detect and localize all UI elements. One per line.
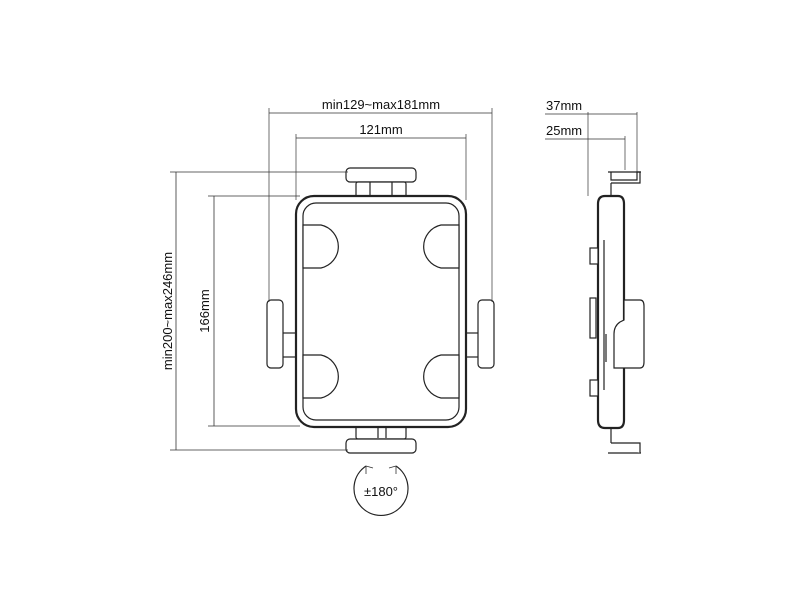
- depth-inner-dimension: 25mm: [545, 123, 625, 140]
- width-range-label: min129~max181mm: [322, 97, 440, 112]
- depth-inner-label: 25mm: [546, 123, 582, 138]
- width-range-dimension: min129~max181mm: [268, 97, 493, 302]
- grip-pad-bottom-right: [423, 354, 460, 399]
- depth-total-label: 37mm: [546, 98, 582, 113]
- holder-frame-inner: [302, 202, 460, 421]
- height-range-label: min200~max246mm: [160, 252, 175, 370]
- left-clamp-arm: [266, 299, 299, 369]
- depth-total-dimension: 37mm: [545, 98, 637, 115]
- bottom-clamp: [345, 424, 417, 454]
- side-view: 37mm 25mm: [545, 98, 645, 454]
- inner-width-dimension: 121mm: [295, 122, 467, 200]
- right-clamp-arm: [463, 299, 495, 369]
- inner-height-dimension: 166mm: [197, 195, 300, 427]
- inner-width-label: 121mm: [359, 122, 402, 137]
- front-view: [266, 167, 495, 454]
- grip-pad-bottom-left: [302, 354, 339, 399]
- grip-pad-top-left: [302, 224, 339, 269]
- height-range-dimension: min200~max246mm: [160, 171, 348, 451]
- inner-height-label: 166mm: [197, 289, 212, 332]
- rotation-indicator: ±180°: [353, 465, 409, 517]
- rotation-label: ±180°: [364, 484, 398, 499]
- grip-pad-top-right: [423, 224, 460, 269]
